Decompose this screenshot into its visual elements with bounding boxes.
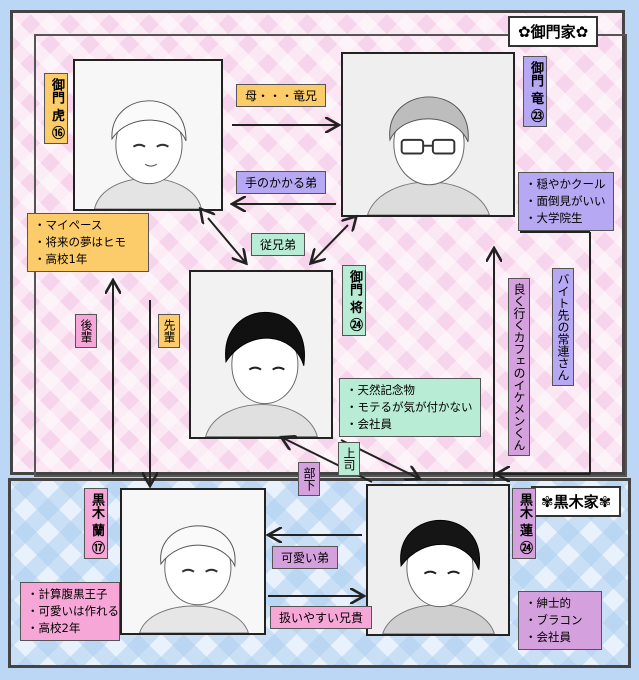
label-kouhai: 後輩: [75, 314, 97, 348]
trait-sho-1: ・天然記念物: [346, 383, 415, 397]
label-baito-jouren: バイト先の常連さん: [552, 268, 574, 386]
portrait-ran: [120, 488, 266, 635]
portrait-ryu-illustration: [343, 54, 513, 215]
portrait-tora-illustration: [75, 61, 221, 209]
label-te-no-kakaru-otouto: 手のかかる弟: [236, 171, 327, 194]
trait-ryu-3: ・大学院生: [525, 211, 583, 225]
traits-ryu: ・穏やかクール ・面倒見がいい ・大学院生: [518, 172, 614, 231]
traits-ran: ・計算腹黒王子 ・可愛いは作れる ・高校2年: [20, 582, 120, 641]
portrait-ren: [366, 484, 510, 636]
trait-ren-3: ・会社員: [525, 630, 571, 644]
label-atsukai-yasui-ani: 扱いやすい兄貴: [270, 606, 373, 629]
label-itoko: 従兄弟: [251, 233, 306, 256]
traits-sho: ・天然記念物 ・モテるが気が付かない ・会社員: [339, 378, 481, 437]
trait-ran-2: ・可愛いは作れる: [27, 604, 119, 618]
label-joushi: 上司: [338, 442, 360, 476]
name-tora: 御門 虎 ⑯: [44, 73, 68, 145]
portrait-tora: [73, 59, 223, 211]
trait-tora-3: ・高校1年: [34, 252, 88, 266]
portrait-ryu: [341, 52, 515, 217]
name-ran: 黒木 蘭 ⑰: [84, 488, 108, 560]
label-senpai: 先輩: [158, 314, 180, 348]
label-haha-ryuni: 母・・・竜兄: [236, 84, 327, 107]
trait-tora-2: ・将来の夢はヒモ: [34, 235, 126, 249]
traits-tora: ・マイペース ・将来の夢はヒモ ・高校1年: [27, 213, 149, 272]
name-sho: 御門 将 ㉔: [342, 265, 366, 337]
traits-ren: ・紳士的 ・ブラコン ・会社員: [518, 591, 602, 650]
mikado-family-title: ✿御門家✿: [508, 16, 599, 47]
portrait-sho: [189, 270, 333, 439]
trait-ran-1: ・計算腹黒王子: [27, 587, 108, 601]
name-ren: 黒木 蓮 ㉔: [512, 488, 536, 560]
label-cafe-ikemen: 良く行くカフェのイケメンくん: [508, 278, 530, 456]
label-buka: 部下: [298, 462, 320, 496]
portrait-ran-illustration: [122, 490, 264, 633]
name-ryu: 御門 竜 ㉓: [523, 56, 547, 128]
trait-ran-3: ・高校2年: [27, 621, 81, 635]
portrait-sho-illustration: [191, 272, 331, 437]
trait-sho-2: ・モテるが気が付かない: [346, 400, 473, 414]
trait-sho-3: ・会社員: [346, 417, 392, 431]
label-kawaii-otouto: 可愛い弟: [272, 546, 339, 569]
trait-tora-1: ・マイペース: [34, 218, 103, 232]
portrait-ren-illustration: [368, 486, 508, 634]
trait-ren-2: ・ブラコン: [525, 613, 583, 627]
kuroki-family-title: ✾黒木家✾: [531, 486, 622, 517]
trait-ryu-2: ・面倒見がいい: [525, 194, 606, 208]
trait-ren-1: ・紳士的: [525, 596, 571, 610]
trait-ryu-1: ・穏やかクール: [525, 177, 606, 191]
